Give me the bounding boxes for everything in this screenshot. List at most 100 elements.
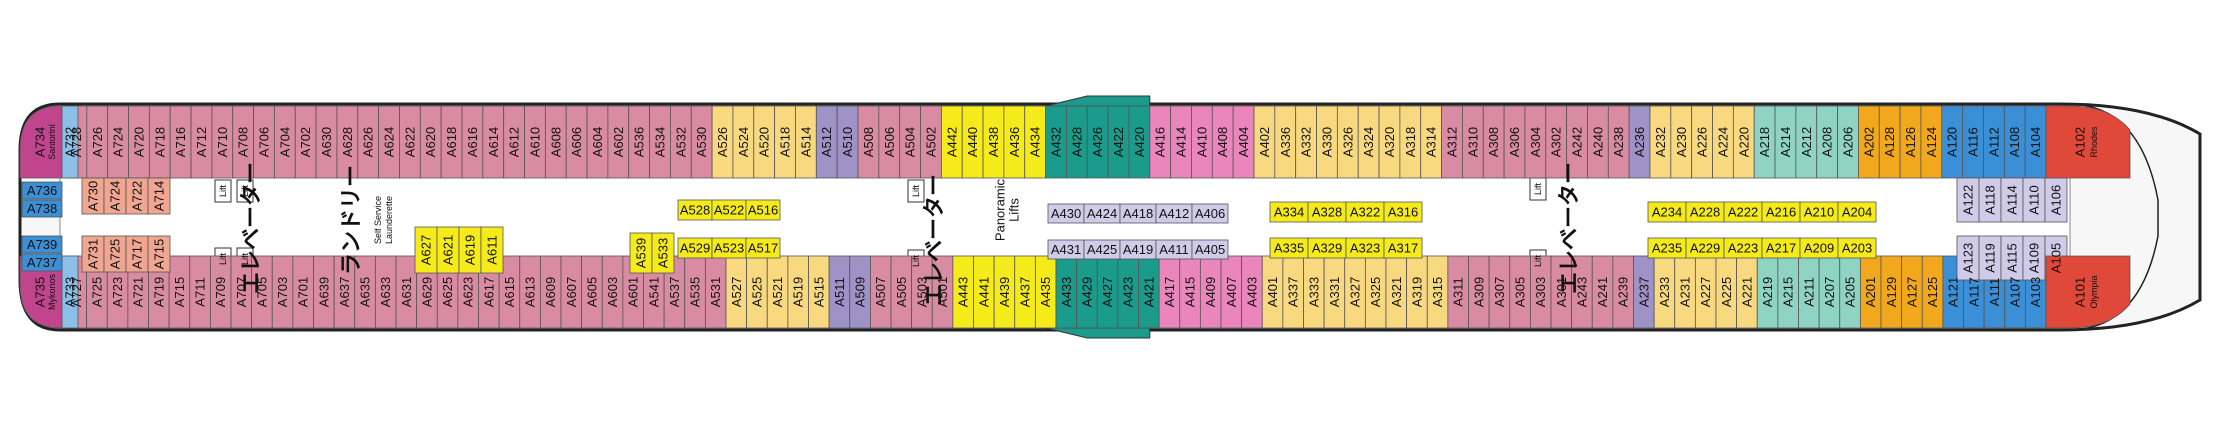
suite-A101[interactable] — [2045, 255, 2131, 329]
cabin-A204[interactable] — [1837, 201, 1877, 223]
cabin-label-A337: A337 — [1286, 277, 1301, 307]
cabin-label-A110: A110 — [2027, 185, 2042, 214]
lift-label-1: Lift — [240, 185, 250, 198]
cabin-label-A738: A738 — [27, 201, 57, 216]
cabin-label-A206: A206 — [1841, 127, 1856, 157]
cabin-label-A711: A711 — [193, 277, 208, 306]
cabin-label-A516: A516 — [748, 203, 778, 218]
cabin-label-A715: A715 — [152, 239, 167, 269]
cabin-label-A410: A410 — [1194, 127, 1209, 157]
cabin-label-A731: A731 — [86, 239, 101, 269]
suite-A735[interactable] — [19, 255, 63, 329]
cabin-A738[interactable] — [21, 199, 63, 218]
cabin-label-A212: A212 — [1799, 127, 1814, 157]
cabin-label-A407: A407 — [1224, 277, 1239, 307]
cabin-label-A334: A334 — [1274, 205, 1304, 220]
cabin-A739[interactable] — [21, 235, 63, 254]
cabin-label-A336: A336 — [1278, 127, 1293, 157]
cabin-label-A436: A436 — [1007, 127, 1022, 157]
cabin-label-A627: A627 — [419, 235, 434, 265]
cabin-label-A510: A510 — [840, 127, 855, 157]
cabin-label-A430: A430 — [1051, 206, 1081, 221]
panoramic-label: Panoramic — [993, 178, 1008, 241]
cabin-label-A727: A727 — [69, 277, 84, 307]
cabin-A732[interactable] — [61, 105, 79, 179]
cabin-label-A304: A304 — [1528, 127, 1543, 157]
lift-label-6: Lift — [1533, 183, 1543, 196]
lift-label-2: Lift — [218, 253, 228, 266]
cabin-A715[interactable] — [147, 235, 171, 273]
cabin-A405[interactable] — [1191, 239, 1229, 260]
laundry-label: ランドリー — [340, 165, 365, 275]
cabin-label-A728: A728 — [69, 127, 84, 157]
cabin-label-A233: A233 — [1657, 277, 1672, 307]
suite-name-rhodes: Rhodes — [2089, 126, 2099, 158]
cabin-A316[interactable] — [1383, 201, 1423, 223]
cabin-label-A327: A327 — [1348, 277, 1363, 307]
cabin-A737[interactable] — [21, 253, 63, 272]
cabin-label-A126: A126 — [1903, 127, 1918, 157]
cabin-label-A706: A706 — [257, 127, 272, 157]
cabin-label-A416: A416 — [1153, 127, 1168, 157]
cabin-label-A527: A527 — [729, 277, 744, 307]
cabin-label-A217: A217 — [1766, 241, 1796, 256]
cabin-A611[interactable] — [480, 226, 504, 274]
cabin-label-A329: A329 — [1312, 241, 1342, 256]
cabin-label-A207: A207 — [1822, 277, 1837, 307]
cabin-label-A324: A324 — [1361, 127, 1376, 157]
cabin-label-A623: A623 — [461, 277, 476, 307]
cabin-label-A124: A124 — [1924, 127, 1939, 157]
cabin-label-A320: A320 — [1382, 127, 1397, 157]
cabin-label-A228: A228 — [1690, 205, 1720, 220]
cabin-A406[interactable] — [1191, 203, 1229, 224]
cabin-A733[interactable] — [61, 255, 79, 329]
cabin-label-A424: A424 — [1087, 206, 1117, 221]
cabin-label-A539: A539 — [634, 238, 649, 268]
cabin-label-A335: A335 — [1274, 241, 1304, 256]
cabin-label-A531: A531 — [708, 277, 723, 307]
cabin-label-A626: A626 — [361, 127, 376, 157]
cabin-label-A117: A117 — [1966, 277, 1981, 306]
cabin-label-A512: A512 — [819, 127, 834, 157]
cabin-label-A603: A603 — [605, 277, 620, 307]
suite-name-olympia: Olympia — [2089, 275, 2099, 308]
cabin-label-A639: A639 — [316, 277, 331, 307]
suite-A102[interactable] — [2045, 105, 2131, 179]
cabin-label-A202: A202 — [1861, 127, 1876, 157]
cabin-label-A305: A305 — [1513, 277, 1528, 307]
cabin-label-A502: A502 — [923, 127, 938, 157]
cabin-label-A322: A322 — [1350, 205, 1380, 220]
cabin-label-A621: A621 — [441, 235, 456, 265]
cabin-label-A409: A409 — [1203, 277, 1218, 307]
cabin-label-A437: A437 — [1018, 277, 1033, 307]
cabin-label-A439: A439 — [997, 277, 1012, 307]
cabin-label-A438: A438 — [986, 127, 1001, 157]
cabin-label-A528: A528 — [680, 203, 710, 218]
cabin-label-A421: A421 — [1141, 277, 1156, 307]
cabin-label-A506: A506 — [882, 127, 897, 157]
cabin-A517[interactable] — [745, 237, 781, 259]
cabin-A516[interactable] — [745, 199, 781, 221]
cabin-label-A222: A222 — [1728, 205, 1758, 220]
cabin-label-A720: A720 — [131, 127, 146, 157]
cabin-label-A214: A214 — [1778, 127, 1793, 157]
cabin-label-A604: A604 — [590, 127, 605, 157]
cabin-label-A517: A517 — [748, 241, 778, 256]
cabin-label-A225: A225 — [1719, 277, 1734, 307]
cabin-A533[interactable] — [651, 232, 675, 274]
cabin-label-A535: A535 — [688, 277, 703, 307]
cabin-A203[interactable] — [1837, 237, 1877, 259]
elevator-mid-label: エレベーター — [923, 174, 948, 306]
cabin-A317[interactable] — [1383, 237, 1423, 259]
cabin-label-A310: A310 — [1465, 127, 1480, 157]
cabin-label-A609: A609 — [543, 277, 558, 307]
cabin-label-A629: A629 — [419, 277, 434, 307]
cabin-label-A112: A112 — [1986, 127, 2001, 156]
cabin-A714[interactable] — [147, 177, 171, 215]
cabin-label-A426: A426 — [1090, 127, 1105, 157]
cabin-label-A508: A508 — [861, 127, 876, 157]
cabin-label-A114: A114 — [2005, 185, 2020, 214]
cabin-A736[interactable] — [21, 181, 63, 200]
cabin-label-A721: A721 — [131, 277, 146, 307]
cabin-label-A620: A620 — [423, 127, 438, 157]
